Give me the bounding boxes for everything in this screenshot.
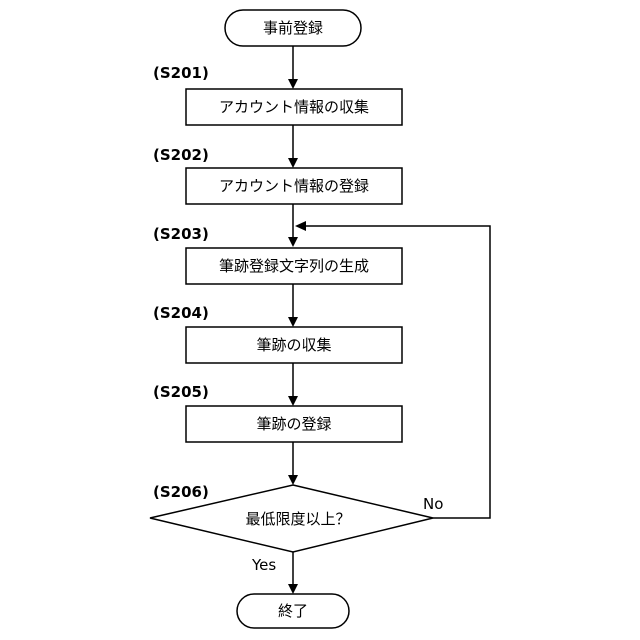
start-terminal-label: 事前登録 [263, 19, 323, 37]
arrowhead-s202 [288, 158, 298, 168]
end-terminal-label: 終了 [278, 602, 308, 620]
process-label-s205: 筆跡の登録 [256, 415, 331, 433]
process-label-s204: 筆跡の収集 [256, 336, 331, 354]
step-id-s205: (S205) [153, 383, 209, 401]
step-id-s203: (S203) [153, 225, 209, 243]
arrowhead-loop [295, 221, 306, 231]
arrowhead-s203 [288, 237, 298, 247]
decision-label-s206: 最低限度以上？ [245, 510, 350, 528]
step-id-s206: (S206) [153, 483, 209, 501]
no-edge-label: No [423, 495, 443, 513]
arrowhead-s206 [288, 475, 298, 485]
process-label-s202: アカウント情報の登録 [219, 177, 369, 195]
step-id-s204: (S204) [153, 304, 209, 322]
arrowhead-end [288, 584, 298, 594]
arrowhead-s205 [288, 396, 298, 406]
arrowhead-s201 [288, 79, 298, 89]
process-label-s203: 筆跡登録文字列の生成 [219, 257, 369, 275]
process-label-s201: アカウント情報の収集 [219, 98, 369, 116]
step-id-s202: (S202) [153, 146, 209, 164]
yes-edge-label: Yes [251, 556, 276, 574]
step-id-s201: (S201) [153, 64, 209, 82]
arrowhead-s204 [288, 317, 298, 327]
